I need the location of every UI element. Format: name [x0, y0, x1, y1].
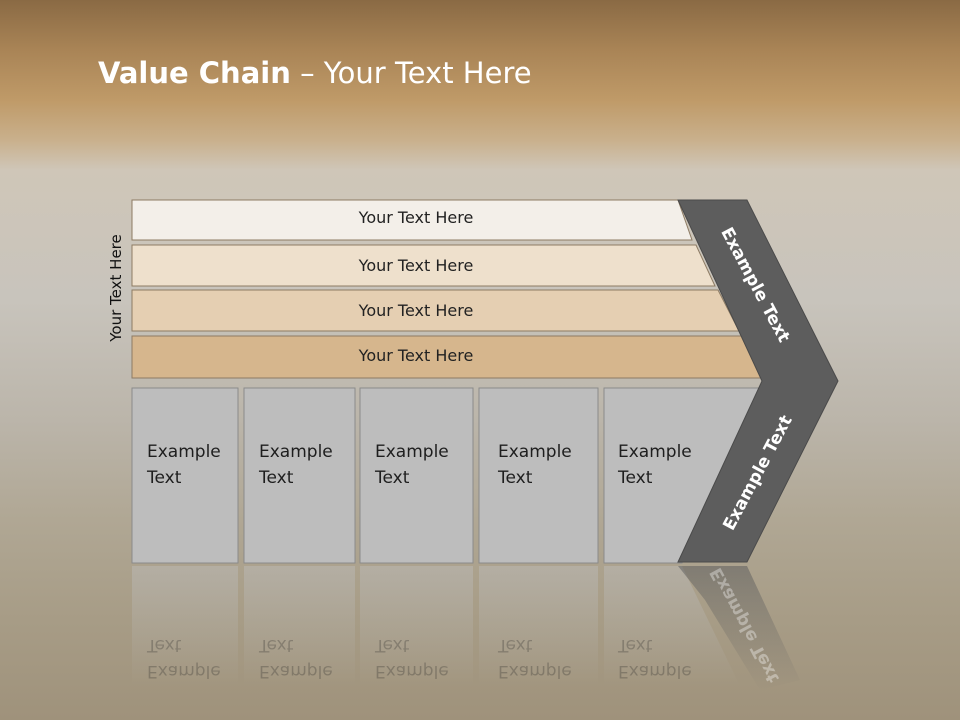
column-label-reflection-2: Example Text [259, 632, 333, 684]
column-label-reflection-4-line1: Example [498, 661, 572, 681]
column-box-3 [359, 387, 474, 564]
column-label-reflection-1: Example Text [147, 632, 221, 684]
column-reflection-1 [132, 566, 238, 686]
chevron-reflection [678, 566, 800, 690]
row-bar-2 [131, 244, 716, 287]
row-label-3: Your Text Here [358, 301, 474, 320]
column-label-reflection-1-line2: Text [147, 635, 182, 655]
column-label-2-line1: Example [259, 442, 333, 462]
column-reflection-3 [360, 566, 473, 686]
title-rest: – Your Text Here [290, 56, 532, 90]
column-label-reflection-3-line2: Text [375, 635, 410, 655]
column-box-1 [131, 387, 239, 564]
column-box-5 [603, 387, 761, 564]
column-label-4-line2: Text [498, 468, 533, 488]
row-label-2: Your Text Here [358, 256, 474, 275]
column-label-reflection-4-line2: Text [498, 635, 533, 655]
column-reflection-5 [604, 566, 740, 686]
row-label-4: Your Text Here [358, 346, 474, 365]
column-label-reflection-3: Example Text [375, 632, 449, 684]
column-label-reflection-2-line2: Text [259, 635, 294, 655]
row-label-1: Your Text Here [358, 208, 474, 227]
chevron-arrow [677, 199, 839, 563]
column-reflection-2 [244, 566, 355, 686]
column-box-2 [243, 387, 356, 564]
column-label-reflection-1-line1: Example [147, 661, 221, 681]
column-box-4 [478, 387, 599, 564]
column-label-3-line1: Example [375, 442, 449, 462]
column-label-reflection-2-line1: Example [259, 661, 333, 681]
column-label-5-line1: Example [618, 442, 692, 462]
slide-title: Value Chain – Your Text Here [98, 56, 532, 90]
column-label-reflection-5: Example Text [618, 632, 692, 684]
column-label-reflection-5-line2: Text [618, 635, 653, 655]
column-label-reflection-3-line1: Example [375, 661, 449, 681]
column-label-1-line2: Text [147, 468, 182, 488]
column-label-4-line1: Example [498, 442, 572, 462]
column-reflection-4 [479, 566, 598, 686]
column-label-reflection-5-line1: Example [618, 661, 692, 681]
column-label-reflection-4: Example Text [498, 632, 572, 684]
column-label-5-line2: Text [618, 468, 653, 488]
column-label-3-line2: Text [375, 468, 410, 488]
column-label-1-line1: Example [147, 442, 221, 462]
title-bold: Value Chain [98, 56, 291, 90]
row-bar-1 [131, 199, 693, 241]
column-label-2-line2: Text [259, 468, 294, 488]
